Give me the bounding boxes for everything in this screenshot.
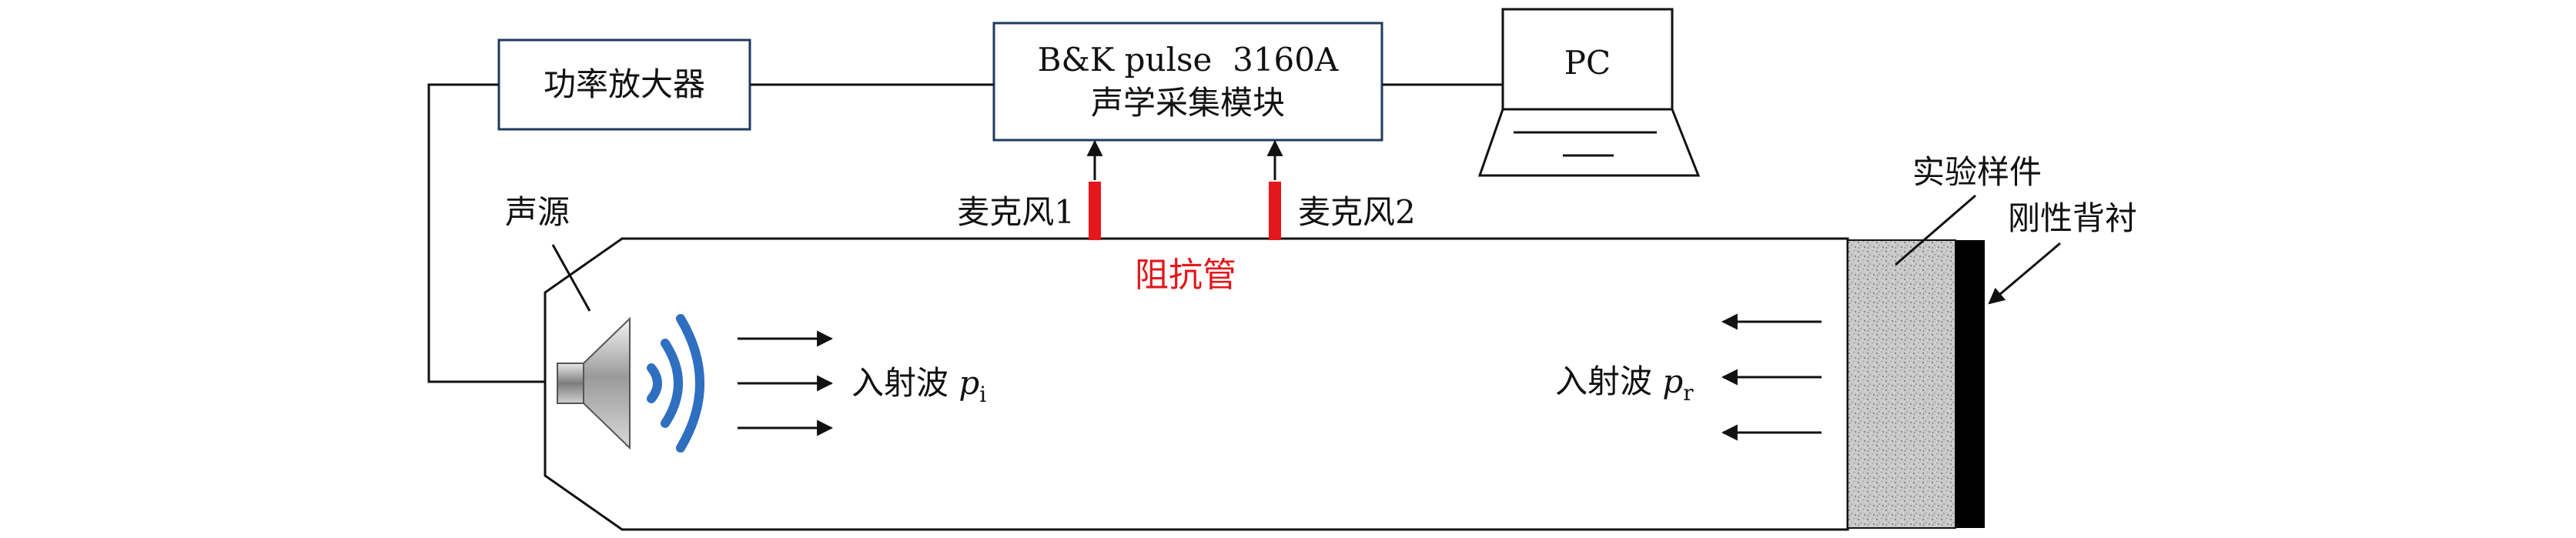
sound-source-label: 声源	[505, 193, 570, 231]
backing-arrow	[1988, 242, 2061, 305]
reflected-wave-label: 入射波 pr	[1555, 363, 1694, 406]
amplifier-label: 功率放大器	[544, 65, 705, 103]
power-amplifier-box: 功率放大器	[497, 38, 751, 131]
sample-leader-line	[1895, 194, 1976, 266]
microphone-1	[1089, 182, 1101, 240]
acquisition-module-box: B&K pulse 3160A 声学采集模块	[992, 22, 1383, 142]
backing-label: 刚性背衬	[2008, 199, 2137, 237]
pc-label: PC	[1564, 44, 1611, 82]
pc-laptop-icon: PC	[1477, 8, 1701, 177]
module-name-label: 声学采集模块	[1091, 84, 1285, 122]
module-model-label: B&K pulse 3160A	[1038, 41, 1339, 79]
speaker-icon	[557, 314, 704, 453]
impedance-tube-outline	[544, 237, 1849, 531]
mic2-label: 麦克风2	[1298, 193, 1416, 231]
test-sample	[1847, 239, 1956, 529]
impedance-tube-label: 阻抗管	[1135, 256, 1236, 295]
source-leader-line	[551, 244, 591, 312]
sample-label: 实验样件	[1912, 153, 2042, 191]
mic1-label: 麦克风1	[957, 193, 1075, 231]
microphone-2	[1269, 182, 1281, 240]
amp-to-speaker-cable	[427, 83, 557, 383]
incident-wave-label: 入射波 pi	[851, 364, 986, 407]
rigid-backing	[1955, 240, 1985, 528]
